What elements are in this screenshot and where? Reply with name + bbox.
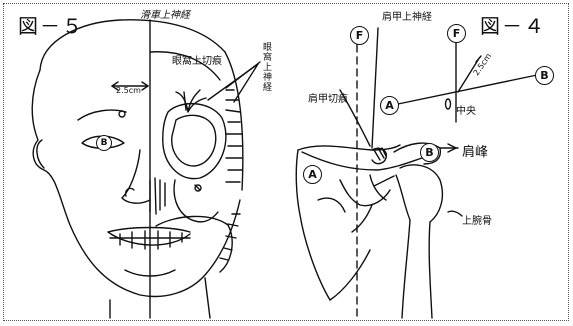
shoulder-drawing bbox=[296, 28, 542, 318]
figure-4-title: 図－４ bbox=[480, 10, 546, 39]
marker-b-acromion: B bbox=[420, 143, 439, 162]
supratrochlear-nerve-label: 滑車上神経 bbox=[140, 6, 190, 21]
marker-f-left: F bbox=[350, 26, 369, 45]
eye-marker: B bbox=[96, 135, 112, 151]
suprascapular-nerve-label: 肩甲上神経 bbox=[382, 8, 432, 23]
marker-f-right: F bbox=[447, 24, 466, 43]
midpoint-label: 中央 bbox=[456, 102, 476, 117]
supraorbital-notch-label: 眼窩上切痕 bbox=[172, 52, 222, 67]
figure-5-title: 図－５ bbox=[18, 10, 84, 39]
acromion-label: 肩峰 bbox=[462, 141, 488, 160]
distance-label: 2.5cm bbox=[116, 86, 141, 95]
marker-a-bottom: A bbox=[303, 165, 322, 184]
face-drawing bbox=[32, 20, 260, 318]
scapular-notch-label: 肩甲切痕 bbox=[308, 90, 348, 105]
marker-a-top: A bbox=[380, 96, 399, 115]
humerus-label: 上腕骨 bbox=[462, 212, 492, 227]
supraorbital-nerve-label: 眼窩上神経 bbox=[260, 42, 273, 92]
marker-b-right: B bbox=[535, 66, 554, 85]
